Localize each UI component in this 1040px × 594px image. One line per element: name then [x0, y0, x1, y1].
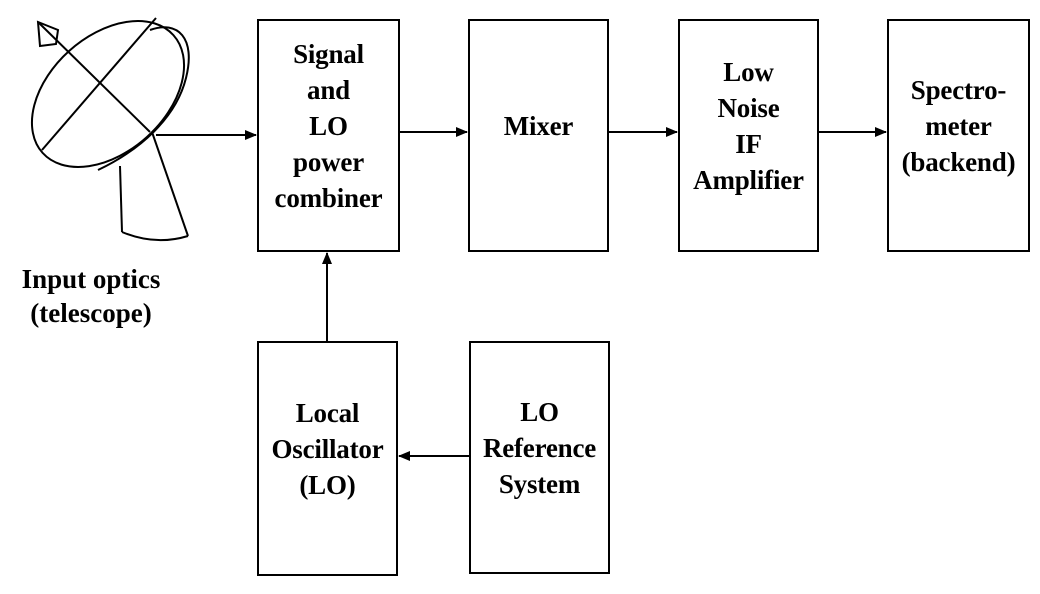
spectrometer-label: Spectro- meter (backend)	[901, 74, 1016, 177]
spectrometer-block: Spectro- meter (backend)	[887, 19, 1030, 252]
combiner-label: Signal and LO power combiner	[274, 38, 383, 213]
lo-reference-label: LO Reference System	[482, 396, 597, 499]
lna-label: Low Noise IF Amplifier	[693, 56, 804, 195]
mixer-block: Mixer	[468, 19, 609, 252]
local-oscillator-label: Local Oscillator (LO)	[271, 397, 384, 500]
local-oscillator-block: Local Oscillator (LO)	[257, 341, 398, 576]
low-noise-if-amplifier-block: Low Noise IF Amplifier	[678, 19, 819, 252]
lo-reference-system-block: LO Reference System	[469, 341, 610, 574]
telescope-dish-icon	[30, 17, 190, 242]
mixer-label: Mixer	[503, 110, 574, 141]
signal-lo-power-combiner-block: Signal and LO power combiner	[257, 19, 400, 252]
telescope-caption: Input optics (telescope)	[21, 264, 161, 328]
